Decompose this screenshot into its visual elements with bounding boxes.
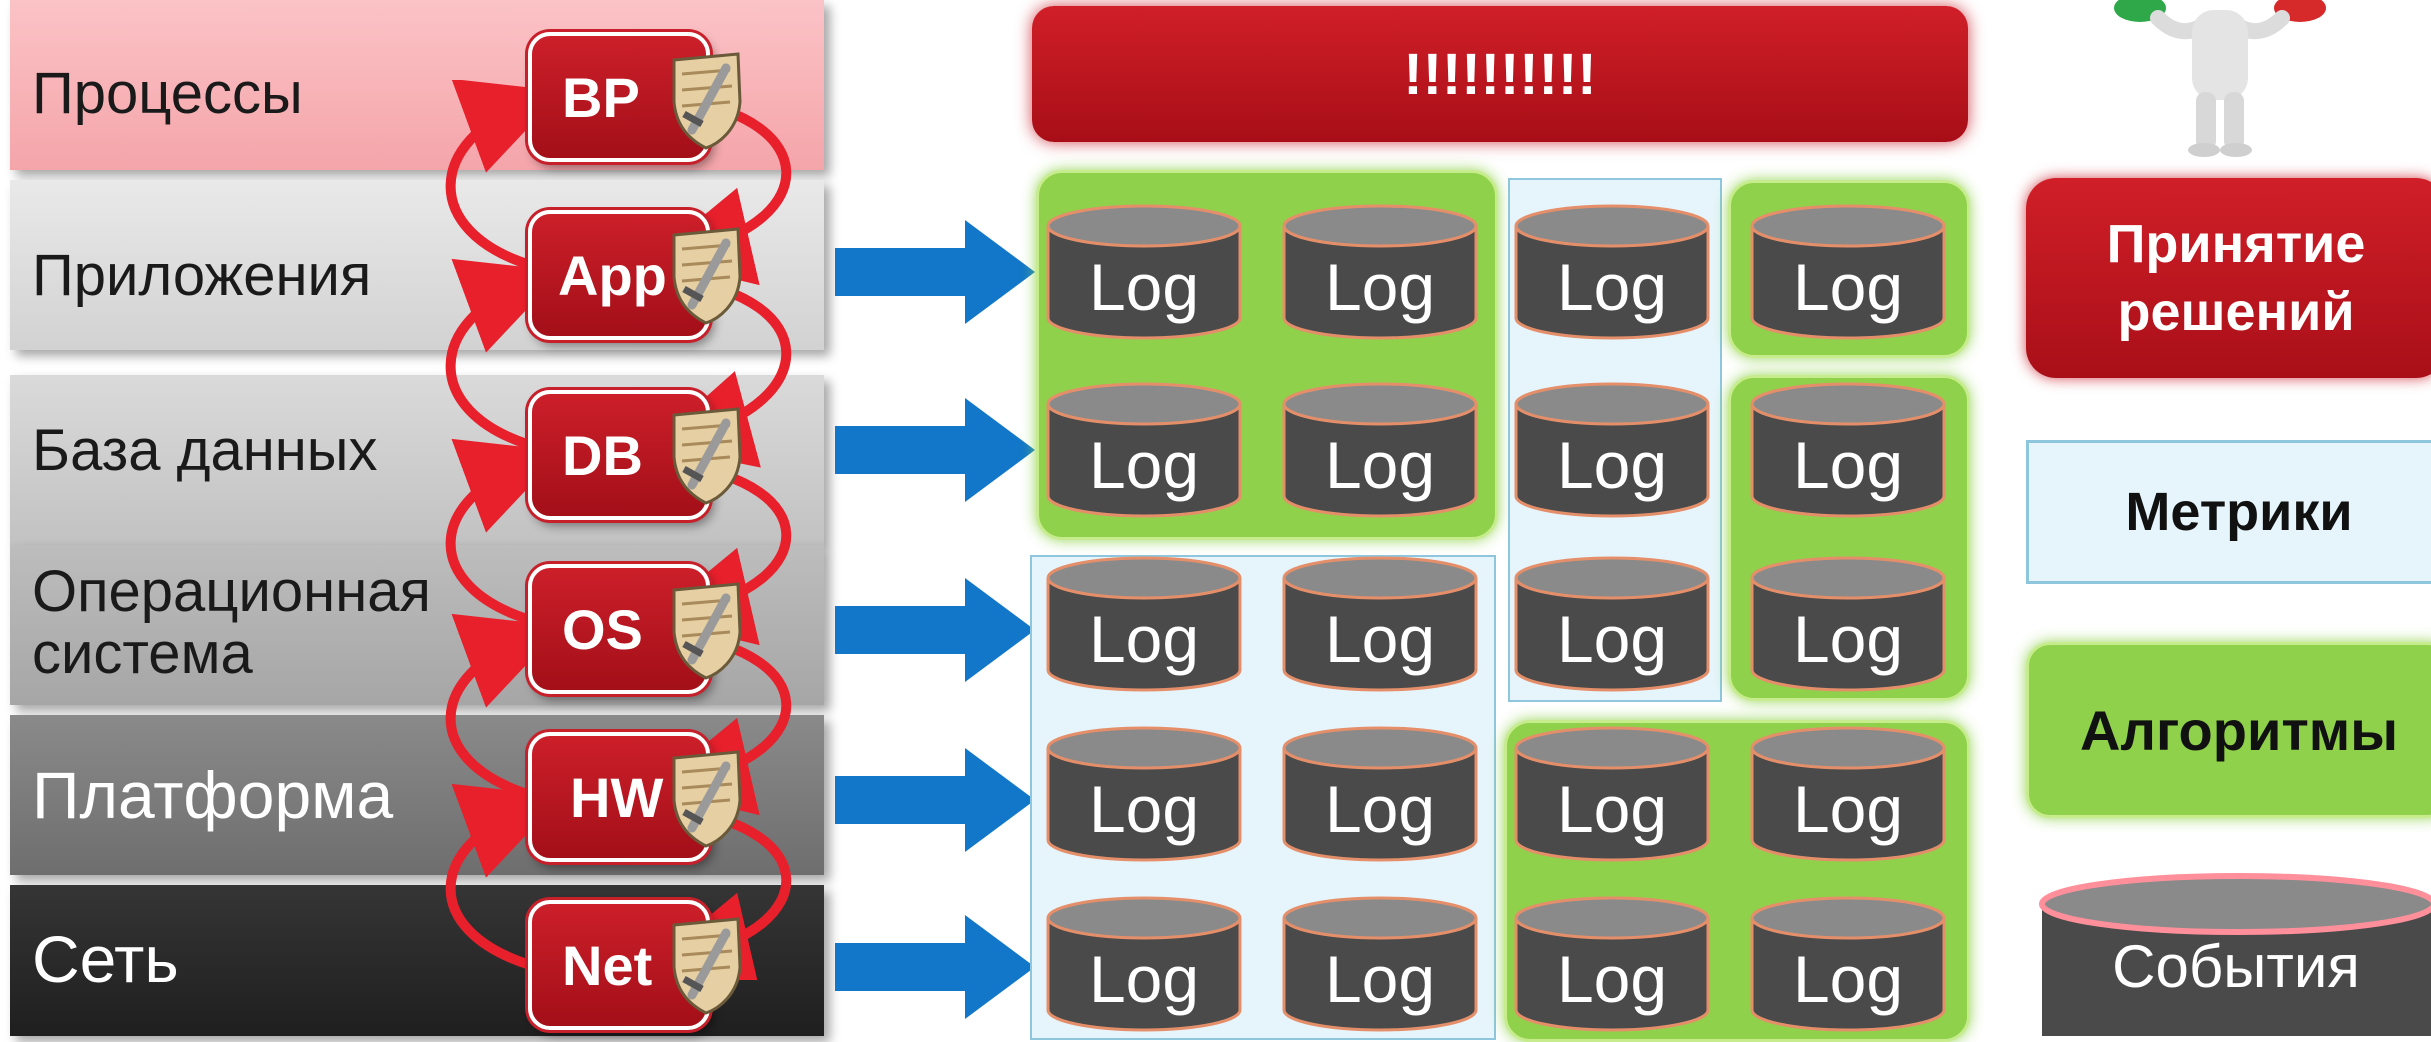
log-cylinder-icon — [1046, 556, 1242, 692]
shield-sword-icon — [672, 917, 742, 1015]
log-label: Log — [1556, 602, 1668, 676]
alert-bar: !!!!!!!!!! — [1032, 6, 1968, 142]
log-cylinder-icon — [1514, 896, 1710, 1032]
shield-sword-icon — [672, 750, 742, 848]
log-cylinder-icon — [1282, 896, 1478, 1032]
layer-label-processes: Процессы — [32, 61, 303, 126]
log-cylinder-icon — [1514, 204, 1710, 340]
log-label: Log — [1088, 602, 1200, 676]
log-label: Log — [1324, 602, 1436, 676]
log-label: Log — [1324, 250, 1436, 324]
log-cylinder-icon — [1282, 556, 1478, 692]
log-cylinder-icon — [1282, 382, 1478, 518]
layer-label-os: Операционная система — [32, 559, 431, 686]
legend-algorithms: Алгоритмы — [2026, 642, 2431, 818]
log-label: Log — [1088, 250, 1200, 324]
layer-label-applications: Приложения — [32, 243, 372, 308]
log-cylinder-icon — [1046, 382, 1242, 518]
legend-events: События — [2112, 933, 2360, 1000]
right-arrow-icon — [835, 220, 1035, 324]
log-label: Log — [1792, 602, 1904, 676]
layer-label-database: База данных — [32, 418, 378, 483]
log-label: Log — [1324, 772, 1436, 846]
log-label: Log — [1792, 772, 1904, 846]
log-label: Log — [1556, 250, 1668, 324]
log-cylinder-icon — [1514, 556, 1710, 692]
log-cylinder-icon — [1282, 204, 1478, 340]
log-cylinder-icon — [1514, 382, 1710, 518]
right-arrow-icon — [835, 915, 1035, 1019]
log-label: Log — [1792, 428, 1904, 502]
log-label: Log — [1792, 250, 1904, 324]
log-cylinder-icon — [1750, 556, 1946, 692]
log-label: Log — [1556, 772, 1668, 846]
log-label: Log — [1792, 942, 1904, 1016]
log-cylinder-icon — [1750, 382, 1946, 518]
shield-sword-icon — [672, 582, 742, 680]
legend-decisions: Принятие решений — [2026, 178, 2431, 378]
log-label: Log — [1556, 428, 1668, 502]
log-cylinder-icon — [1046, 204, 1242, 340]
log-cylinder-icon — [1046, 896, 1242, 1032]
log-label: Log — [1088, 942, 1200, 1016]
log-label: Log — [1324, 942, 1436, 1016]
log-cylinder-icon — [1750, 726, 1946, 862]
right-arrow-icon — [835, 398, 1035, 502]
right-arrow-icon — [835, 748, 1035, 852]
shield-sword-icon — [672, 407, 742, 505]
log-cylinder-icon — [1282, 726, 1478, 862]
log-cylinder-icon — [1750, 204, 1946, 340]
log-cylinder-icon — [1514, 726, 1710, 862]
log-cylinder-icon — [1750, 896, 1946, 1032]
log-label: Log — [1088, 428, 1200, 502]
layer-label-platform: Платформа — [32, 758, 394, 832]
legend-metrics: Метрики — [2026, 440, 2431, 584]
events-cylinder-icon — [2039, 873, 2431, 1036]
right-arrow-icon — [835, 578, 1035, 682]
shield-sword-icon — [672, 227, 742, 325]
log-label: Log — [1324, 428, 1436, 502]
log-cylinder-icon — [1046, 726, 1242, 862]
shield-sword-icon — [672, 52, 742, 150]
layer-label-network: Сеть — [32, 922, 179, 996]
person-figure-icon — [2114, 0, 2326, 157]
log-label: Log — [1556, 942, 1668, 1016]
log-label: Log — [1088, 772, 1200, 846]
